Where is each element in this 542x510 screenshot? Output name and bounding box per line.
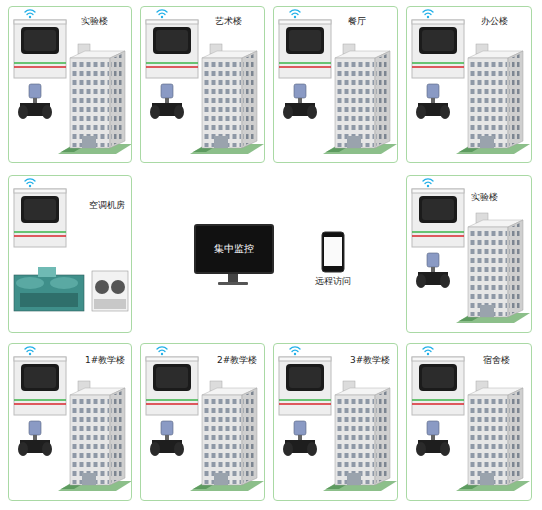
- phone-icon: [322, 232, 344, 272]
- node-title: 1#教学楼: [85, 355, 125, 366]
- node-title: 艺术楼: [215, 16, 242, 27]
- building-panel: 1#教学楼: [8, 343, 132, 501]
- node-title: 集中监控: [214, 243, 254, 255]
- building-panel-art: [14, 10, 530, 491]
- building-panel: 3#教学楼: [273, 343, 398, 501]
- node-title: 实验楼: [471, 192, 498, 203]
- building-panel: 实验楼: [8, 6, 132, 163]
- node-title: 3#教学楼: [350, 355, 390, 366]
- building-panel: 餐厅: [273, 6, 398, 163]
- building-panel: 空调机房: [8, 175, 132, 333]
- monitor-stand: [218, 274, 248, 285]
- node-title: 2#教学楼: [217, 355, 257, 366]
- node-title: 空调机房: [89, 200, 125, 211]
- building-panel: 宿舍楼: [406, 343, 532, 501]
- node-title: 远程访问: [296, 276, 370, 287]
- building-panel: 办公楼: [406, 6, 532, 163]
- building-panel: 艺术楼: [140, 6, 265, 163]
- building-panel: 2#教学楼: [140, 343, 265, 501]
- monitor-screen: 集中监控: [194, 224, 274, 274]
- chiller-room-art: [14, 179, 128, 311]
- phone-node: 远程访问: [296, 276, 370, 292]
- node-title: 餐厅: [348, 16, 366, 27]
- node-title: 宿舍楼: [483, 355, 510, 366]
- node-title: 办公楼: [481, 16, 508, 27]
- node-title: 实验楼: [81, 16, 108, 27]
- building-panel: 实验楼: [406, 175, 532, 333]
